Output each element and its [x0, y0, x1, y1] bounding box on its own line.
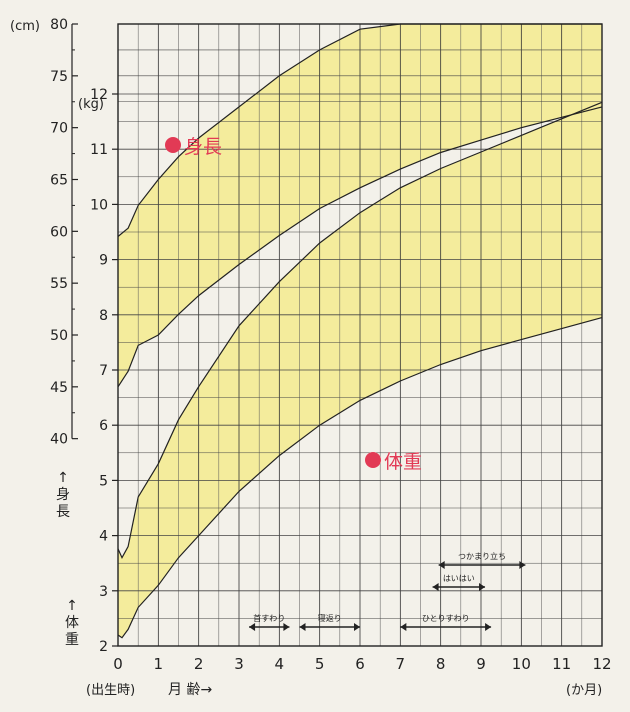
x-tick-label: 4	[275, 655, 285, 673]
milestone-arrow-right	[479, 583, 486, 591]
milestone-arrow-left	[438, 561, 445, 569]
curve-layer	[117, 23, 603, 639]
height-tick-label: 60	[50, 224, 68, 240]
weight-tick-label: 11	[90, 142, 108, 158]
curve-upper	[117, 101, 603, 560]
x-unit-label: (か月)	[566, 683, 602, 698]
weight-axis-title: 体	[65, 615, 79, 631]
height-axis-title: 身	[56, 487, 70, 503]
plot-frame	[117, 23, 603, 647]
x-tick-label: 0	[113, 655, 123, 673]
milestone-arrow-left	[432, 583, 439, 591]
axis-layer: 404550556065707580(cm)23456789101112(kg)…	[10, 17, 612, 698]
curve-lower	[117, 317, 603, 639]
x-tick-label: 7	[396, 655, 406, 673]
milestone-label: 首すわり	[253, 613, 285, 623]
weight-tick-label: 10	[90, 197, 108, 213]
weight-tick-label: 8	[99, 308, 108, 324]
height-tick-label: 45	[50, 380, 68, 396]
weight-tick-label: 9	[99, 253, 108, 269]
x-axis-title: 月 齢→	[168, 682, 212, 698]
height-tick-label: 40	[50, 432, 68, 448]
milestone-label: 寝返り	[318, 613, 342, 623]
birth-label: (出生時)	[86, 683, 135, 698]
weight-unit: (kg)	[78, 97, 104, 112]
milestone-label: ひとりすわり	[422, 614, 470, 623]
weight-tick-label: 2	[99, 639, 108, 655]
x-tick-label: 9	[476, 655, 486, 673]
label-dot-height	[165, 137, 181, 153]
milestone-arrow-right	[519, 561, 526, 569]
series-label-weight: 体重	[384, 451, 422, 473]
weight-tick-label: 6	[99, 418, 108, 434]
height-axis-title: 長	[56, 504, 70, 520]
milestone-arrow-right	[283, 623, 290, 631]
label-dot-weight	[365, 452, 381, 468]
milestone-label: つかまり立ち	[458, 551, 506, 561]
milestone-layer: 首すわり 寝返り ひとりすわり はいはい つかまり立ち	[249, 551, 526, 631]
x-tick-label: 1	[154, 655, 164, 673]
curve-lower	[117, 106, 603, 388]
x-tick-label: 11	[552, 655, 571, 673]
series-label-height: 身長	[184, 136, 222, 158]
milestone-arrow-left	[299, 623, 306, 631]
x-tick-label: 3	[234, 655, 244, 673]
x-tick-label: 6	[355, 655, 365, 673]
height-tick-label: 75	[50, 69, 68, 85]
x-tick-label: 8	[436, 655, 446, 673]
weight-axis-title: 重	[65, 632, 79, 648]
milestone-label: はいはい	[443, 574, 475, 583]
weight-tick-label: 3	[99, 584, 108, 600]
height-tick-label: 80	[50, 17, 68, 33]
x-tick-label: 2	[194, 655, 204, 673]
x-tick-label: 5	[315, 655, 325, 673]
weight-tick-label: 4	[99, 529, 108, 545]
height-unit: (cm)	[10, 19, 40, 34]
height-tick-label: 70	[50, 121, 68, 137]
height-tick-label: 65	[50, 173, 68, 189]
weight-tick-label: 7	[99, 363, 108, 379]
height-tick-label: 55	[50, 276, 68, 292]
milestone-arrow-left	[400, 623, 407, 631]
weight-tick-label: 12	[90, 87, 108, 103]
x-tick-label: 12	[592, 655, 611, 673]
weight-axis-title: ↑	[66, 598, 78, 614]
x-tick-label: 10	[512, 655, 531, 673]
weight-tick-label: 5	[99, 473, 108, 489]
height-tick-label: 50	[50, 328, 68, 344]
milestone-arrow-right	[485, 623, 492, 631]
height-axis-title: ↑	[57, 470, 69, 486]
milestone-arrow-right	[354, 623, 360, 631]
milestone-arrow-left	[249, 623, 256, 631]
